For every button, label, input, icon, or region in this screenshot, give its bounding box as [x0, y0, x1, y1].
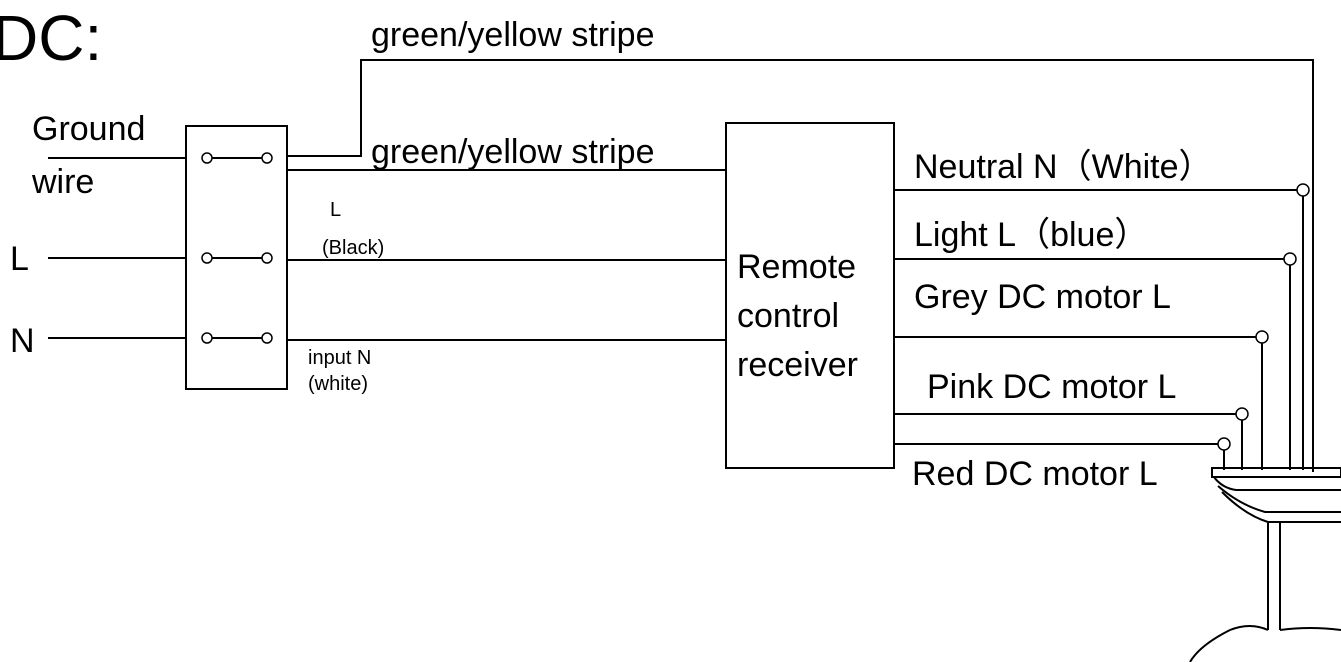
input-l-color-label: (Black): [322, 237, 384, 259]
ground-wire-label-2: wire: [31, 163, 94, 201]
top-wire-label: green/yellow stripe: [371, 16, 654, 54]
receiver-label-3: receiver: [737, 346, 858, 384]
light-output-wire: [894, 252, 1297, 470]
ground-wire-label: Ground: [32, 110, 145, 148]
l-supply-label: L: [10, 240, 29, 278]
receiver-label-1: Remote: [737, 248, 856, 286]
ceiling-fan-icon: [1189, 467, 1341, 662]
diagram-heading: DC:: [0, 2, 102, 74]
neutral-output-wire: [894, 183, 1310, 470]
terminal-neutral: [201, 332, 273, 344]
red-motor-label: Red DC motor L: [912, 455, 1158, 493]
grey-motor-wire: [894, 330, 1269, 470]
red-motor-wire: [894, 437, 1231, 470]
pink-motor-label: Pink DC motor L: [927, 368, 1176, 406]
remote-control-receiver: [725, 122, 895, 469]
ground-wire-to-fan: [287, 59, 1314, 472]
neutral-output-label: Neutral N（White）: [914, 148, 1213, 186]
grey-motor-label: Grey DC motor L: [914, 278, 1171, 316]
terminal-ground: [201, 152, 273, 164]
terminal-live: [201, 252, 273, 264]
pink-motor-wire: [894, 407, 1249, 470]
input-n-color-label: (white): [308, 373, 368, 395]
n-supply-label: N: [10, 322, 35, 360]
input-l-label: L: [330, 199, 341, 221]
light-output-label: Light L（blue）: [914, 216, 1148, 254]
receiver-label-2: control: [737, 297, 839, 335]
mid-wire-label: green/yellow stripe: [371, 133, 654, 171]
input-n-label: input N: [308, 347, 371, 369]
